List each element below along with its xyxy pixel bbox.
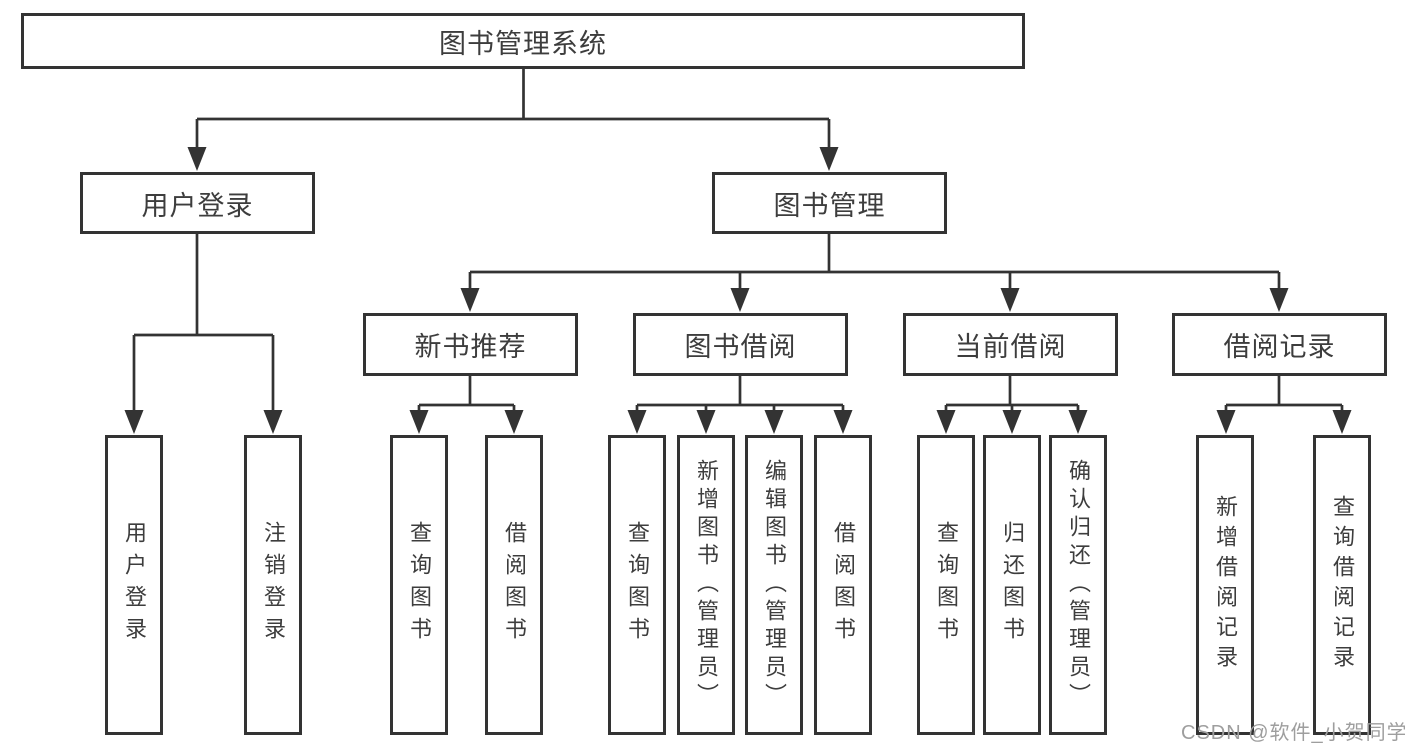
root-node-label: 图书管理系统	[439, 28, 607, 59]
leaf-edit-book-admin: 编辑图书（管理员）	[745, 435, 803, 735]
leaf-user-login: 用户登录	[105, 435, 163, 735]
branch-user-login: 用户登录	[80, 172, 315, 234]
leaf-query-books-recommend: 查询图书	[390, 435, 448, 735]
leaf-query-books-current: 查询图书	[917, 435, 975, 735]
csdn-watermark: CSDN @软件_小贺同学	[1181, 722, 1405, 744]
node-current-borrow-label: 当前借阅	[954, 332, 1067, 362]
leaf-confirm-return-admin: 确认归还（管理员）	[1049, 435, 1107, 735]
node-book-borrow: 图书借阅	[633, 313, 848, 376]
leaf-return-books: 归还图书	[983, 435, 1041, 735]
arrowhead-icons	[124, 147, 1352, 434]
leaf-logout: 注销登录	[244, 435, 302, 735]
node-new-book-recommend: 新书推荐	[363, 313, 578, 376]
leaf-borrow-books-recommend: 借阅图书	[485, 435, 543, 735]
branch-book-management: 图书管理	[712, 172, 947, 234]
branch-user-login-label: 用户登录	[141, 190, 254, 221]
node-borrow-records: 借阅记录	[1172, 313, 1387, 376]
leaf-query-books-borrow: 查询图书	[608, 435, 666, 735]
leaf-add-book-admin: 新增图书（管理员）	[677, 435, 735, 735]
branch-book-management-label: 图书管理	[773, 190, 886, 221]
node-current-borrow: 当前借阅	[903, 313, 1118, 376]
leaf-query-borrow-record: 查询借阅记录	[1313, 435, 1371, 735]
node-borrow-records-label: 借阅记录	[1223, 332, 1336, 362]
leaf-add-borrow-record: 新增借阅记录	[1196, 435, 1254, 735]
root-node-book-management-system: 图书管理系统	[21, 13, 1025, 69]
node-book-borrow-label: 图书借阅	[684, 332, 797, 362]
node-new-book-recommend-label: 新书推荐	[414, 332, 527, 362]
leaf-borrow-books: 借阅图书	[814, 435, 872, 735]
